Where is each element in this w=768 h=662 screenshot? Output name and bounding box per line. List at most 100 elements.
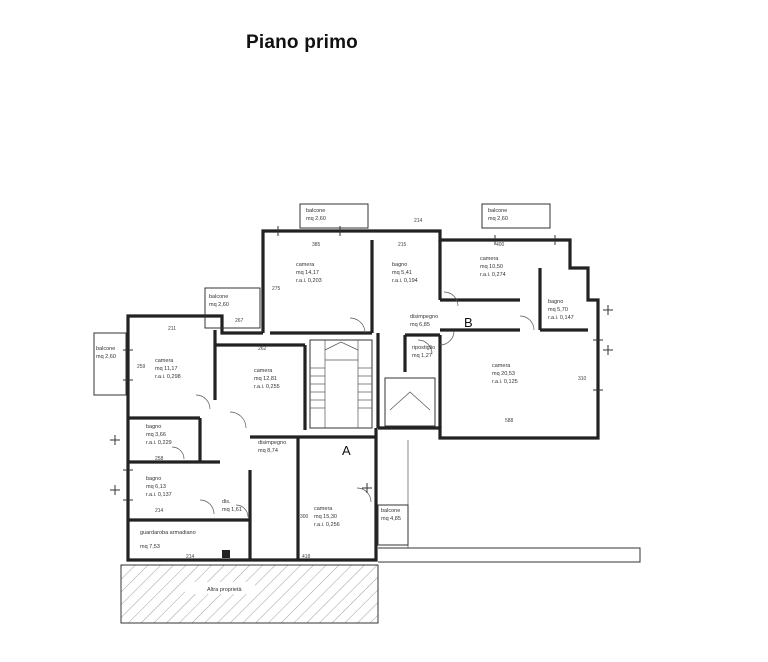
balcony-outline xyxy=(93,332,127,396)
room-bagno-4: bagno mq 6,13 r.a.i. 0,137 xyxy=(146,476,172,498)
room-camera-3: camera mq 20,53 r.a.i. 0,125 xyxy=(492,363,518,385)
svg-text:balcone: balcone xyxy=(96,346,115,352)
svg-text:r.a.i. 0,298: r.a.i. 0,298 xyxy=(155,374,181,380)
svg-text:mq 2,60: mq 2,60 xyxy=(209,302,229,308)
svg-text:disimpegno: disimpegno xyxy=(410,314,438,320)
svg-text:mq 15,30: mq 15,30 xyxy=(314,514,337,520)
dimension-label: 310 xyxy=(578,376,587,382)
dimension-label: 267 xyxy=(235,318,244,324)
balcony-label-3: balcone mq 2,60 xyxy=(209,294,229,308)
dimension-label: 259 xyxy=(137,364,146,370)
room-camera-2: camera mq 10,50 r.a.i. 0,274 xyxy=(480,256,506,278)
svg-text:camera: camera xyxy=(314,506,333,512)
staircase xyxy=(309,339,436,429)
balcony-label-1: balcone mq 2,60 xyxy=(306,208,326,222)
balcony-label-4: balcone mq 2,60 xyxy=(96,346,116,360)
dimension-label: 215 xyxy=(398,242,407,248)
svg-text:mq 7,53: mq 7,53 xyxy=(140,544,160,550)
svg-text:mq 12,81: mq 12,81 xyxy=(254,376,277,382)
terrace-outline xyxy=(378,547,641,563)
svg-text:camera: camera xyxy=(480,256,499,262)
svg-text:balcone: balcone xyxy=(488,208,507,214)
room-guardaroba: guardaroba armadiano mq 7,53 xyxy=(140,530,196,550)
dimension-label: 214 xyxy=(414,218,423,224)
svg-text:mq 1,27: mq 1,27 xyxy=(412,353,432,359)
svg-text:ripostiglio: ripostiglio xyxy=(412,345,435,351)
room-camera-5: camera mq 12,81 r.a.i. 0,255 xyxy=(254,368,280,390)
svg-text:mq 4,85: mq 4,85 xyxy=(381,516,401,522)
svg-text:mq 5,41: mq 5,41 xyxy=(392,270,412,276)
svg-text:mq 2,60: mq 2,60 xyxy=(306,216,326,222)
room-camera-4: camera mq 11,17 r.a.i. 0,298 xyxy=(155,358,181,380)
svg-text:r.a.i. 0,229: r.a.i. 0,229 xyxy=(146,440,172,446)
svg-text:r.a.i. 0,256: r.a.i. 0,256 xyxy=(314,522,340,528)
svg-text:mq 2,60: mq 2,60 xyxy=(488,216,508,222)
svg-text:r.a.i. 0,137: r.a.i. 0,137 xyxy=(146,492,172,498)
room-bagno-2: bagno mq 5,70 r.a.i. 0,147 xyxy=(548,299,574,321)
dimension-label: 211 xyxy=(168,326,176,332)
dimension-label: 385 xyxy=(312,242,321,248)
svg-text:mq 10,50: mq 10,50 xyxy=(480,264,503,270)
dimension-label: 300 xyxy=(300,514,309,520)
dimension-label: 275 xyxy=(272,286,281,292)
svg-text:camera: camera xyxy=(254,368,273,374)
room-bagno-1: bagno mq 5,41 r.a.i. 0,194 xyxy=(392,262,418,284)
svg-text:camera: camera xyxy=(296,262,315,268)
dimension-label: 400 xyxy=(496,242,505,248)
dimension-label: 418 xyxy=(302,554,311,560)
svg-text:mq 6,13: mq 6,13 xyxy=(146,484,166,490)
room-disimpegno-1: disimpegno mq 6,85 xyxy=(410,314,438,328)
unit-label-a: A xyxy=(342,443,351,458)
adjacent-property-label: Altra proprietà xyxy=(207,587,242,593)
dimension-label: 262 xyxy=(258,346,267,352)
room-camera-6: camera mq 15,30 r.a.i. 0,256 xyxy=(314,506,340,528)
unit-label-b: B xyxy=(464,315,473,330)
svg-text:mq 14,17: mq 14,17 xyxy=(296,270,319,276)
svg-text:mq 5,70: mq 5,70 xyxy=(548,307,568,313)
dimension-label: 588 xyxy=(505,418,514,424)
outer-wall xyxy=(261,229,600,440)
svg-text:camera: camera xyxy=(155,358,174,364)
svg-text:r.a.i. 0,274: r.a.i. 0,274 xyxy=(480,272,506,278)
svg-text:guardaroba armadiano: guardaroba armadiano xyxy=(140,530,196,536)
balcony-label-2: balcone mq 2,60 xyxy=(488,208,508,222)
room-bagno-3: bagno mq 3,66 r.a.i. 0,229 xyxy=(146,424,172,446)
svg-text:balcone: balcone xyxy=(381,508,400,514)
svg-text:mq 3,66: mq 3,66 xyxy=(146,432,166,438)
svg-text:bagno: bagno xyxy=(146,424,161,430)
svg-text:bagno: bagno xyxy=(548,299,563,305)
balcony-outline xyxy=(377,504,409,546)
svg-text:balcone: balcone xyxy=(209,294,228,300)
plan-title: Piano primo xyxy=(246,32,358,53)
balcony-outline xyxy=(204,287,261,329)
svg-text:balcone: balcone xyxy=(306,208,325,214)
balcony-outline xyxy=(299,203,369,229)
svg-text:r.a.i. 0,203: r.a.i. 0,203 xyxy=(296,278,322,284)
svg-text:r.a.i. 0,194: r.a.i. 0,194 xyxy=(392,278,418,284)
svg-text:mq 6,85: mq 6,85 xyxy=(410,322,430,328)
svg-text:mq 8,74: mq 8,74 xyxy=(258,448,278,454)
svg-text:r.a.i. 0,255: r.a.i. 0,255 xyxy=(254,384,280,390)
room-camera-1: camera mq 14,17 r.a.i. 0,203 xyxy=(296,262,322,284)
svg-text:mq 2,60: mq 2,60 xyxy=(96,354,116,360)
room-disimpegno-3: dis. mq 1,61 xyxy=(222,499,242,513)
svg-text:mq 1,61: mq 1,61 xyxy=(222,507,242,513)
dimension-label: 214 xyxy=(186,554,195,560)
svg-text:mq 20,53: mq 20,53 xyxy=(492,371,515,377)
room-disimpegno-2: disimpegno mq 8,74 xyxy=(258,440,286,454)
balcony-outline xyxy=(481,203,551,229)
svg-text:bagno: bagno xyxy=(392,262,407,268)
balcony-label-5: balcone mq 4,85 xyxy=(381,508,401,522)
room-ripostiglio: ripostiglio mq 1,27 xyxy=(412,345,435,359)
svg-text:dis.: dis. xyxy=(222,499,231,505)
svg-text:disimpegno: disimpegno xyxy=(258,440,286,446)
svg-text:r.a.i. 0,125: r.a.i. 0,125 xyxy=(492,379,518,385)
svg-text:r.a.i. 0,147: r.a.i. 0,147 xyxy=(548,315,574,321)
svg-text:camera: camera xyxy=(492,363,511,369)
dimension-label: 214 xyxy=(155,508,164,514)
dimension-label: 258 xyxy=(155,456,164,462)
outer-wall-left xyxy=(126,314,378,562)
svg-text:mq 11,17: mq 11,17 xyxy=(155,366,178,372)
svg-text:bagno: bagno xyxy=(146,476,161,482)
